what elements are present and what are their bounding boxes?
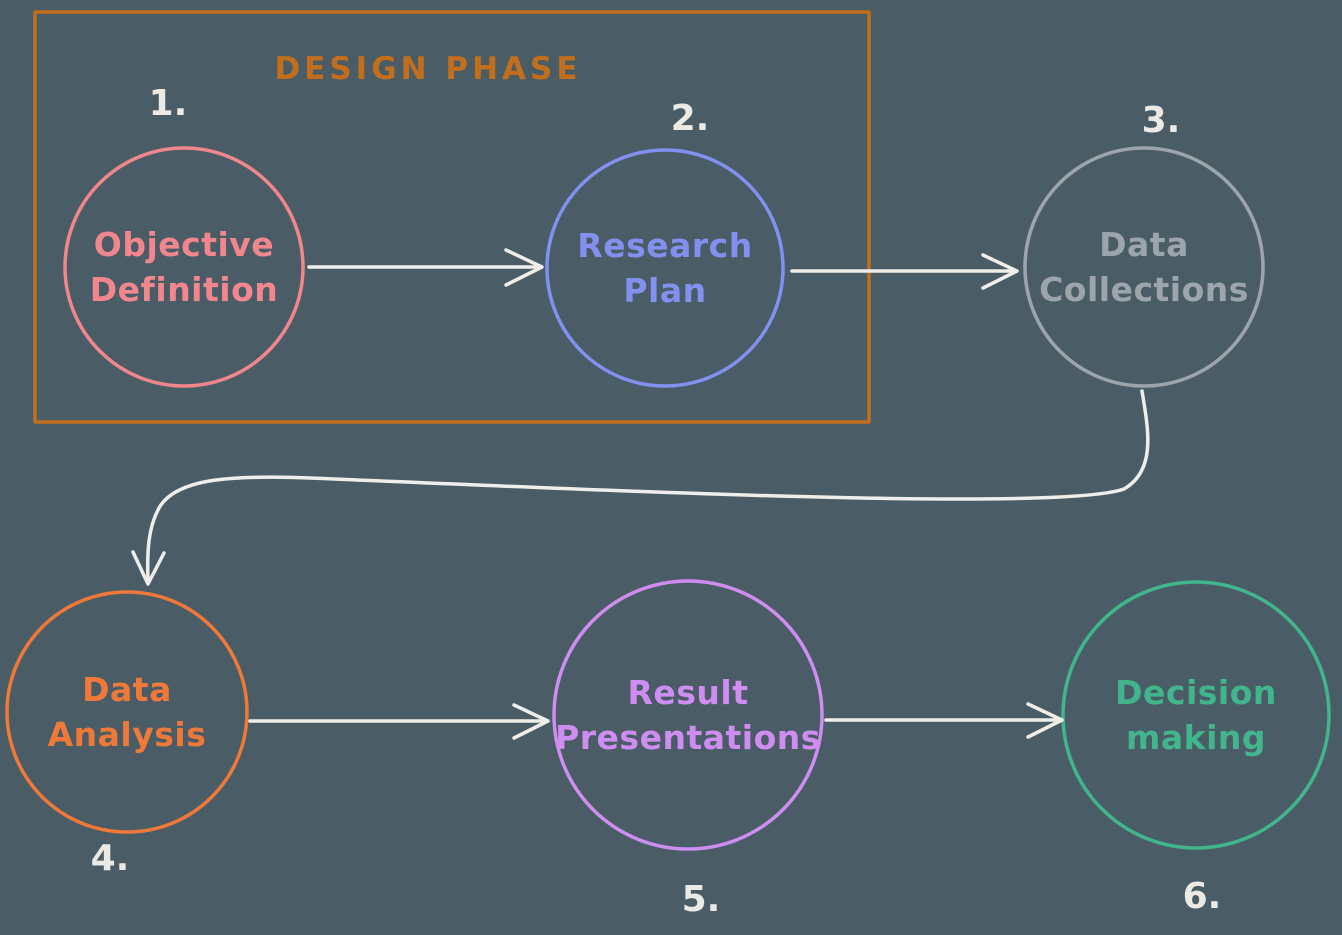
arrow-presentations-to-decision[interactable] (824, 702, 1064, 739)
node-label-line1: Research (577, 226, 752, 265)
node-data-analysis: Data Analysis 4. (5, 590, 249, 879)
node-circle-research-plan[interactable] (545, 148, 785, 388)
arrow-research-to-collections[interactable] (790, 253, 1019, 290)
node-label-line2: Definition (90, 270, 279, 309)
arrow-collections-to-analysis[interactable] (131, 389, 1150, 586)
node-circle-data-analysis[interactable] (5, 590, 249, 834)
arrow-shaft (145, 389, 1150, 583)
node-label-line1: Result (627, 673, 748, 712)
node-label-line2: making (1126, 718, 1266, 757)
arrow-objective-to-research[interactable] (307, 248, 544, 287)
step-number-5: 5. (682, 879, 721, 920)
node-label-line2: Collections (1039, 270, 1249, 309)
arrow-head (981, 253, 1019, 290)
node-data-collections: 3. Data Collections (1023, 100, 1265, 388)
node-label-line1: Data (82, 670, 172, 709)
node-label-line2: Analysis (48, 715, 207, 754)
step-number-4: 4. (91, 838, 130, 879)
node-label-line1: Data (1099, 225, 1189, 264)
node-decision-making: Decision making 6. (1061, 580, 1331, 917)
design-phase-group: DESIGN PHASE (33, 10, 871, 424)
node-objective-definition: 1. Objective Definition (63, 83, 305, 388)
step-number-3: 3. (1142, 100, 1181, 141)
node-label-line1: Objective (94, 225, 274, 264)
node-research-plan: 2. Research Plan (545, 98, 785, 388)
design-phase-box[interactable] (33, 10, 871, 424)
step-number-2: 2. (671, 98, 710, 139)
arrow-head (1026, 702, 1064, 739)
arrow-head (512, 703, 550, 740)
step-number-1: 1. (149, 83, 188, 124)
arrow-analysis-to-presentations[interactable] (248, 703, 550, 740)
node-circle-result-presentations[interactable] (552, 579, 824, 851)
arrow-head (504, 248, 544, 287)
arrow-head (131, 550, 166, 586)
step-number-6: 6. (1183, 876, 1222, 917)
node-label-line2: Presentations (555, 718, 821, 757)
node-circle-objective-definition[interactable] (63, 146, 305, 388)
node-result-presentations: Result Presentations 5. (552, 579, 824, 920)
node-circle-data-collections[interactable] (1023, 146, 1265, 388)
node-label-line1: Decision (1115, 673, 1277, 712)
node-circle-decision-making[interactable] (1061, 580, 1331, 850)
design-phase-label: DESIGN PHASE (274, 51, 581, 87)
node-label-line2: Plan (623, 271, 706, 310)
